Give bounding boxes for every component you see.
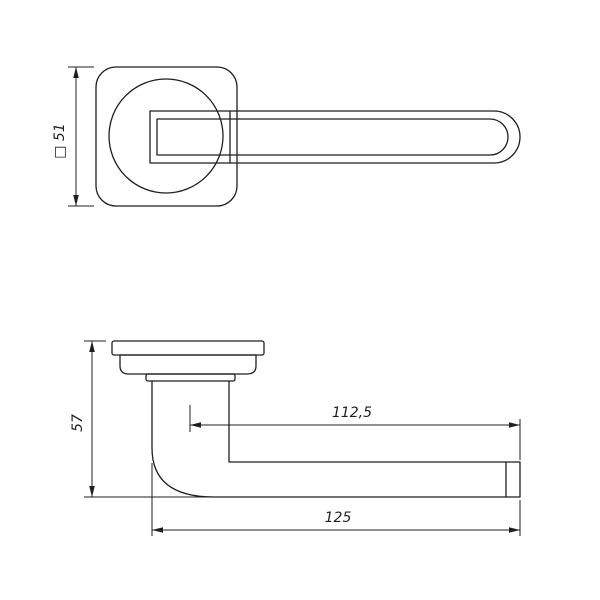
- arrowhead: [89, 486, 95, 497]
- arrowhead: [89, 341, 95, 352]
- arrowhead: [190, 422, 201, 428]
- arrowhead: [73, 195, 79, 206]
- neck-flange: [145, 373, 236, 382]
- rosette-square-plate: [95, 66, 238, 207]
- lever-inner-contour: [156, 118, 509, 156]
- dimension-label-square-51: □ 51: [52, 123, 68, 159]
- dimension-length-125: 125: [151, 463, 521, 536]
- lever-outline: [149, 110, 521, 164]
- dimension-label-125: 125: [325, 510, 352, 526]
- dimension-length-112-5: 112,5: [189, 405, 521, 460]
- arrowhead: [509, 527, 520, 533]
- side-view: [111, 340, 521, 498]
- dimension-label-57: 57: [70, 414, 86, 432]
- arrowhead: [152, 527, 163, 533]
- lever-side-profile: [151, 380, 521, 498]
- arrowhead: [73, 67, 79, 78]
- arrowhead: [509, 422, 520, 428]
- dimension-square-51: □ 51: [52, 66, 94, 207]
- rosette-circle: [108, 78, 224, 194]
- dimension-height-57: 57: [70, 340, 214, 498]
- dimension-label-112-5: 112,5: [332, 405, 372, 421]
- rosette-collar-side: [119, 354, 257, 375]
- front-view: [95, 66, 521, 207]
- rosette-plate-side: [111, 340, 265, 356]
